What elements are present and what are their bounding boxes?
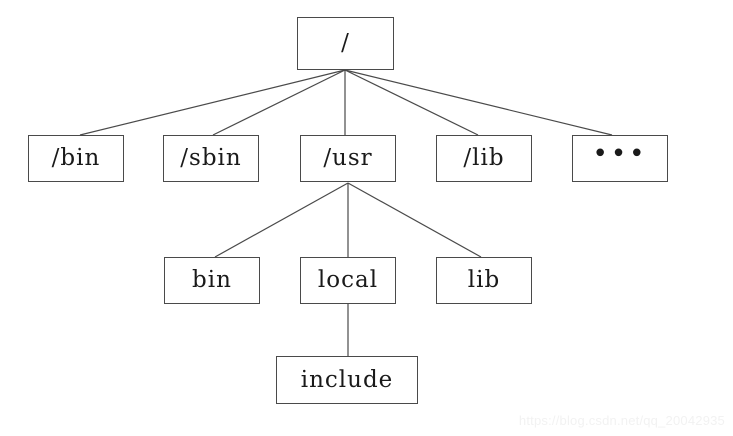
node-label-more: •••: [592, 138, 648, 169]
node-label-usrbin: bin: [192, 267, 232, 293]
edge-root-to-more: [344, 69, 613, 136]
edge-root-to-bin: [79, 69, 346, 136]
node-bin[interactable]: /bin: [28, 135, 124, 182]
edge-root-to-lib: [344, 69, 479, 136]
node-usrbin[interactable]: bin: [164, 257, 260, 304]
node-label-bin: /bin: [51, 145, 101, 171]
node-more[interactable]: •••: [572, 135, 668, 182]
edge-usr-to-usrbin: [214, 182, 349, 258]
node-label-include: include: [300, 366, 394, 393]
node-usr[interactable]: /usr: [300, 135, 396, 182]
node-local[interactable]: local: [300, 257, 396, 304]
node-usrlib[interactable]: lib: [436, 257, 532, 304]
node-include[interactable]: include: [276, 356, 418, 404]
node-root[interactable]: /: [297, 17, 394, 70]
node-lib[interactable]: /lib: [436, 135, 532, 182]
edge-usr-to-usrlib: [347, 182, 482, 258]
node-sbin[interactable]: /sbin: [163, 135, 259, 182]
node-label-lib: /lib: [463, 145, 505, 171]
node-label-root: /: [341, 30, 350, 56]
node-label-usrlib: lib: [467, 267, 501, 293]
node-label-local: local: [317, 267, 379, 293]
edge-root-to-sbin: [212, 69, 346, 136]
watermark: https://blog.csdn.net/qq_20042935: [518, 413, 725, 428]
node-label-usr: /usr: [323, 145, 373, 171]
node-label-sbin: /sbin: [180, 145, 242, 171]
